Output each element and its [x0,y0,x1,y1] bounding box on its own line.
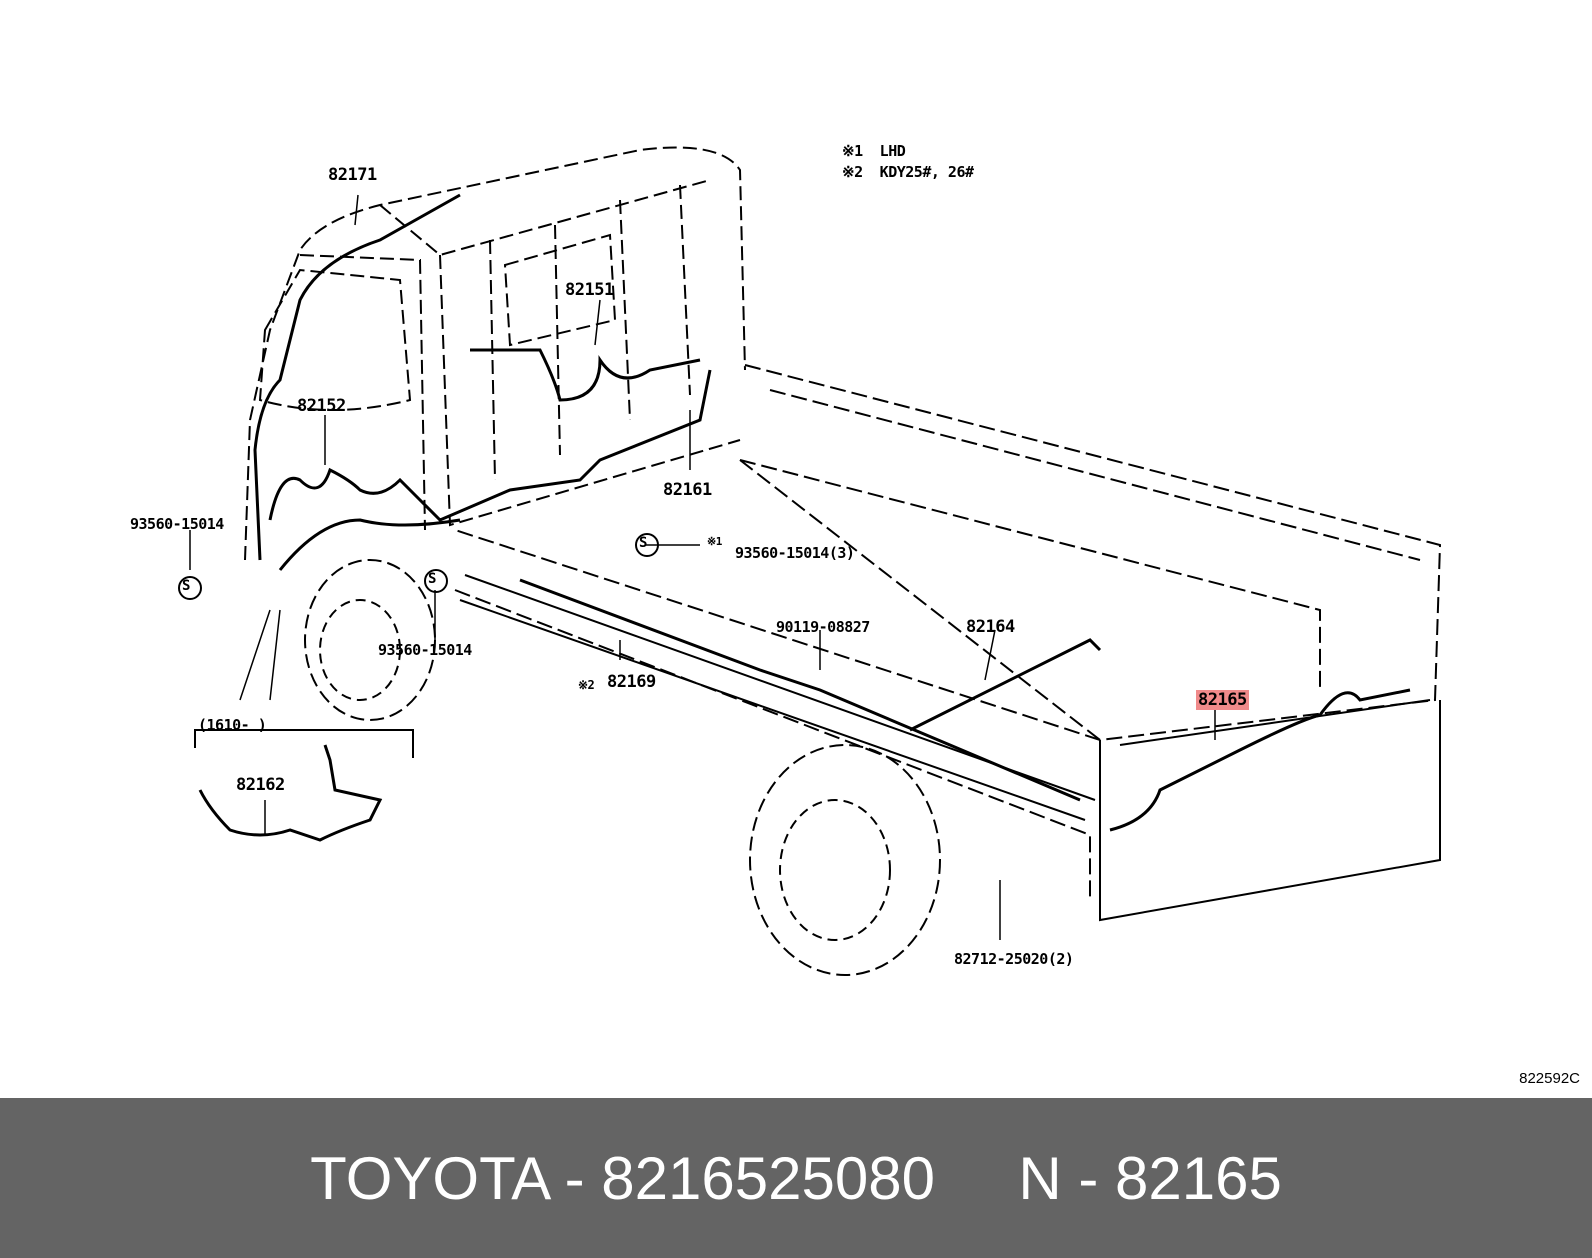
bed-outline [454,364,1442,922]
note-1: ※1 LHD [842,142,906,160]
pointer-lines [189,194,1216,940]
part-label-93560-15014-left[interactable]: 93560-15014 [130,515,224,533]
footer-part-text: TOYOTA - 8216525080 N - 82165 [310,1144,1282,1212]
part-label-82171[interactable]: 82171 [328,165,377,185]
note-mark-2: ※2 [578,678,595,692]
serial-range-label: (1610- ) [198,716,267,734]
part-label-82152[interactable]: 82152 [297,396,346,416]
part-label-82164[interactable]: 82164 [966,617,1015,637]
clamp-symbol: S [428,571,436,587]
part-label-93560-15014-3[interactable]: 93560-15014(3) [735,544,855,562]
part-label-82165-highlighted[interactable]: 82165 [1196,690,1249,710]
clamp-symbol: S [182,578,190,594]
part-label-82712-25020[interactable]: 82712-25020(2) [954,950,1074,968]
part-label-82162[interactable]: 82162 [236,775,285,795]
note-mark-1: ※1 [707,535,722,548]
part-label-90119-08827[interactable]: 90119-08827 [776,618,870,636]
clamp-symbols [178,533,659,600]
part-label-82151[interactable]: 82151 [565,280,614,300]
wire-harnesses [198,193,1411,842]
note-2: ※2 KDY25#, 26# [842,163,974,181]
diagram-code: 822592C [1519,1070,1580,1087]
clamp-symbol: S [639,535,647,551]
part-label-82161[interactable]: 82161 [663,480,712,500]
bracket [194,729,414,758]
part-label-93560-15014-lower[interactable]: 93560-15014 [378,641,472,659]
part-label-82169[interactable]: 82169 [607,672,656,692]
footer-bar: TOYOTA - 8216525080 N - 82165 [0,1098,1592,1258]
truck-wiring-diagram [178,146,1442,976]
